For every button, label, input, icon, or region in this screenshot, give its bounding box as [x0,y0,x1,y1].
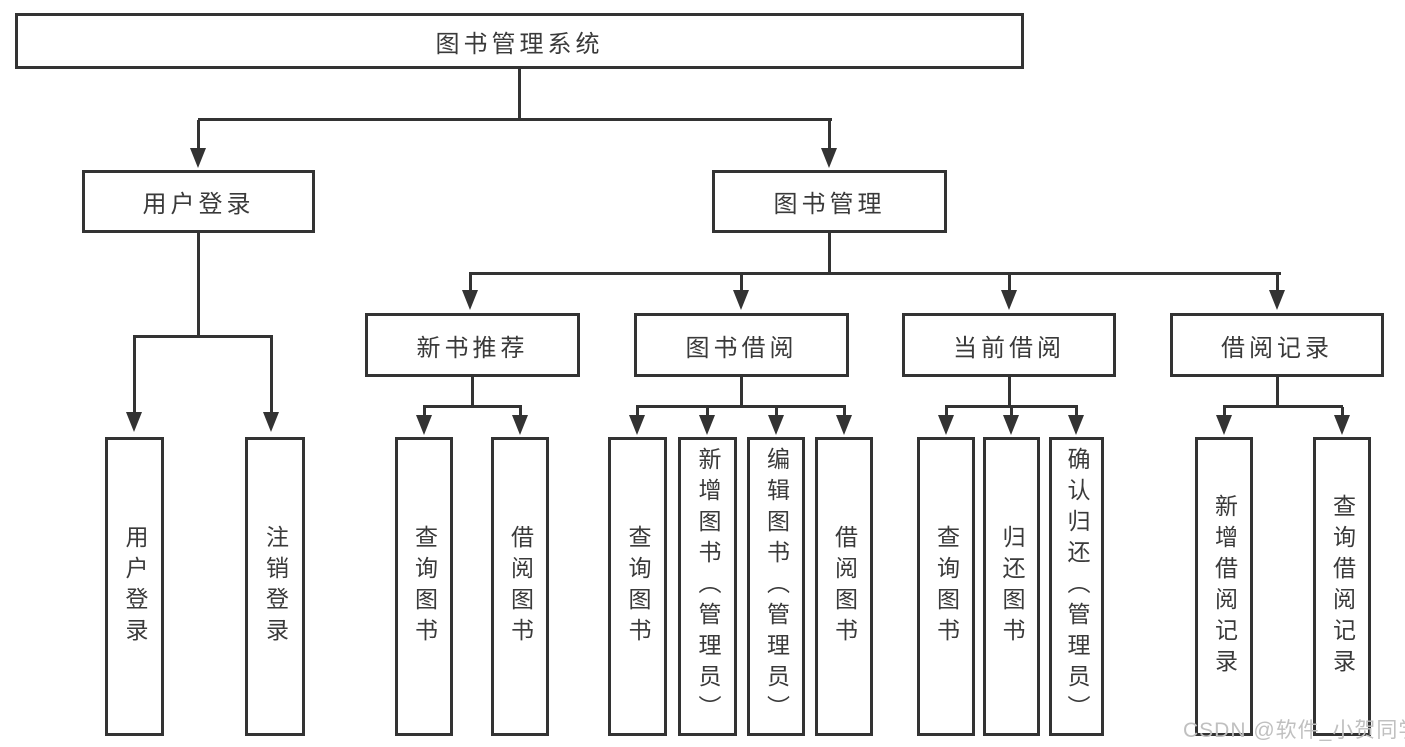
connector-line [740,274,743,292]
connector-line [1008,274,1011,292]
arrow-down-icon [126,412,142,432]
arrow-down-icon [1068,415,1084,435]
connector-line [1075,407,1078,417]
leaf-add-borrow-record-box: 新增借阅记录 [1195,437,1253,736]
leaf-borrow-book-label: 借阅图书 [831,524,858,649]
leaf-borrow-query-book-label: 查询图书 [625,524,651,649]
arrow-down-icon [699,415,715,435]
node-book-management-label: 图书管理 [773,191,886,218]
connector-line [423,405,522,408]
node-current-borrow-label: 当前借阅 [953,334,1065,362]
leaf-add-book-admin-box: 新增图书（管理员） [678,437,737,736]
connector-line [1010,407,1013,417]
leaf-query-borrow-record-box: 查询借阅记录 [1313,437,1371,736]
leaf-borrow-book-box: 借阅图书 [815,437,873,736]
connector-line [945,405,1078,408]
connector-line [198,118,832,121]
connector-line [519,407,522,417]
arrow-down-icon [1216,415,1232,435]
connector-line [133,335,273,338]
connector-line [197,233,200,337]
connector-line [740,377,743,407]
connector-line [270,337,273,414]
arrow-down-icon [190,148,206,168]
leaf-query-borrow-record-label: 查询借阅记录 [1329,493,1356,680]
arrow-down-icon [1001,290,1017,310]
leaf-return-book-label: 归还图书 [999,524,1025,649]
leaf-edit-book-admin-box: 编辑图书（管理员） [747,437,805,736]
connector-line [471,377,474,407]
connector-line [843,407,846,417]
connector-line [945,407,948,417]
connector-line [1341,407,1344,417]
arrow-down-icon [733,290,749,310]
connector-line [828,233,831,274]
node-borrow-record-label: 借阅记录 [1221,334,1333,362]
arrow-down-icon [462,290,478,310]
connector-line [1276,377,1279,407]
leaf-confirm-return-admin-label: 确认归还（管理员） [1064,447,1090,726]
leaf-edit-book-admin-label: 编辑图书（管理员） [763,447,790,726]
node-current-borrow-box: 当前借阅 [902,313,1116,377]
connector-line [518,69,521,120]
node-book-borrow-label: 图书借阅 [685,334,798,362]
connector-line [1008,377,1011,407]
leaf-add-borrow-record-label: 新增借阅记录 [1211,493,1238,680]
connector-line [775,407,778,417]
leaf-add-book-admin-label: 新增图书（管理员） [695,447,721,726]
connector-line [1223,407,1226,417]
arrow-down-icon [1269,290,1285,310]
node-root-box: 图书管理系统 [15,13,1024,69]
node-new-book-recommend-label: 新书推荐 [416,334,529,362]
leaf-recommend-borrow-book-label: 借阅图书 [507,524,534,649]
arrow-down-icon [629,415,645,435]
connector-line [1276,274,1279,292]
node-new-book-recommend-box: 新书推荐 [365,313,580,377]
connector-line [636,407,639,417]
node-user-login-box: 用户登录 [82,170,315,233]
csdn-watermark: CSDN @软件_小贺同学 [1183,719,1405,742]
arrow-down-icon [263,412,279,432]
leaf-user-login-label: 用户登录 [122,524,148,649]
arrow-down-icon [768,415,784,435]
connector-line [197,120,200,150]
leaf-borrow-query-book-box: 查询图书 [608,437,667,736]
connector-line [636,405,846,408]
arrow-down-icon [512,415,528,435]
leaf-recommend-query-book-box: 查询图书 [395,437,453,736]
leaf-recommend-borrow-book-box: 借阅图书 [491,437,549,736]
leaf-recommend-query-book-label: 查询图书 [411,524,438,649]
connector-line [1223,405,1343,408]
leaf-confirm-return-admin-box: 确认归还（管理员） [1049,437,1104,736]
arrow-down-icon [1334,415,1350,435]
leaf-current-query-book-box: 查询图书 [917,437,975,736]
node-book-management-box: 图书管理 [712,170,947,233]
node-root-label: 图书管理系统 [435,30,604,58]
connector-line [469,272,1281,275]
connector-line [423,407,426,417]
leaf-user-login-box: 用户登录 [105,437,164,736]
node-book-borrow-box: 图书借阅 [634,313,849,377]
arrow-down-icon [836,415,852,435]
leaf-current-query-book-label: 查询图书 [933,524,960,649]
arrow-down-icon [821,148,837,168]
leaf-return-book-box: 归还图书 [983,437,1040,736]
node-borrow-record-box: 借阅记录 [1170,313,1384,377]
leaf-logout-label: 注销登录 [262,524,289,649]
connector-line [469,274,472,292]
connector-line [706,407,709,417]
arrow-down-icon [416,415,432,435]
arrow-down-icon [938,415,954,435]
node-user-login-label: 用户登录 [142,191,255,218]
connector-line [828,120,831,150]
connector-line [133,337,136,414]
arrow-down-icon [1003,415,1019,435]
leaf-logout-box: 注销登录 [245,437,305,736]
